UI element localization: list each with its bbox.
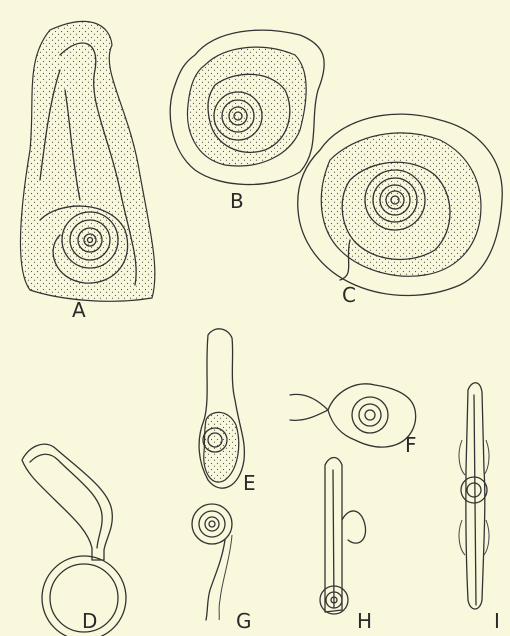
specimen-b-drawing — [170, 30, 324, 184]
label-h: H — [357, 609, 372, 633]
label-i: I — [494, 609, 500, 633]
label-c: C — [342, 283, 356, 307]
specimen-d-drawing — [22, 444, 126, 636]
specimen-h-drawing — [320, 458, 366, 615]
label-b: B — [230, 189, 244, 213]
specimen-f-drawing — [290, 384, 416, 447]
specimen-g-drawing — [192, 504, 232, 620]
label-d: D — [82, 609, 97, 633]
label-f: F — [405, 433, 417, 457]
label-a: A — [72, 298, 86, 322]
specimen-a-drawing — [21, 21, 155, 301]
specimen-i-drawing — [459, 383, 489, 609]
label-g: G — [236, 609, 252, 633]
specimen-c-drawing — [298, 114, 503, 295]
label-e: E — [243, 471, 256, 495]
specimen-e-drawing — [199, 329, 244, 488]
